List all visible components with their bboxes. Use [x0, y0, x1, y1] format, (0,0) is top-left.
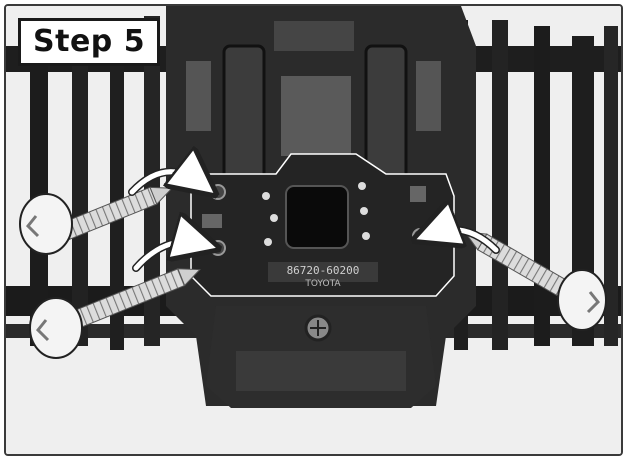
grille-bracket-photo: 86720-60200 TOYOTA: [6, 6, 621, 454]
mounting-bracket: 86720-60200 TOYOTA: [190, 153, 455, 297]
arrow-icon: [132, 242, 202, 272]
lower-mount: [206, 306, 436, 408]
brand-text: TOYOTA: [304, 279, 341, 289]
screw-icon: [29, 268, 201, 359]
part-number-text: 86720-60200: [287, 264, 360, 277]
step-label: Step 5: [18, 18, 161, 66]
arrow-icon: [128, 172, 202, 192]
arrow-icon: [430, 230, 500, 254]
screw-icon: [19, 186, 174, 255]
illustration-frame: 86720-60200 TOYOTA: [4, 4, 623, 456]
